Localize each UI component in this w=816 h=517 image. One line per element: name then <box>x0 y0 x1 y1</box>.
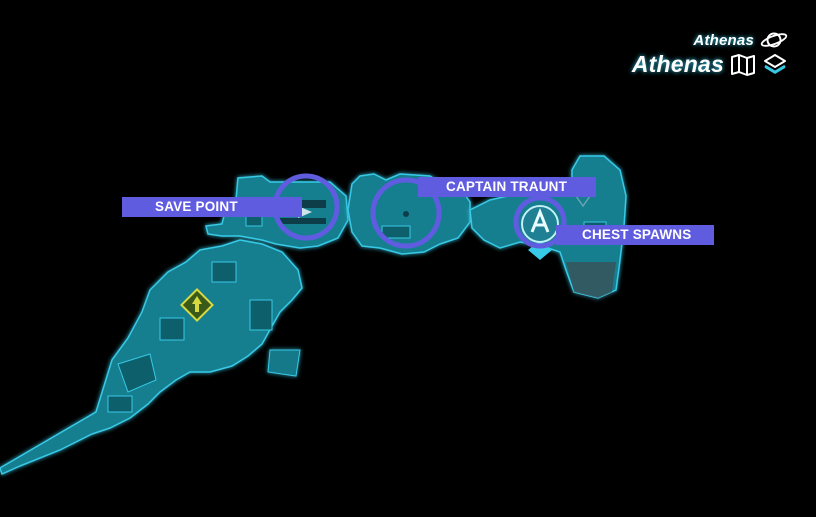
chest-spawns-label: CHEST SPAWNS <box>582 227 692 242</box>
zone-row: Athenas <box>632 51 788 78</box>
map-icon[interactable] <box>730 53 756 77</box>
zone-name: Athenas <box>631 51 724 77</box>
planet-row: Athenas <box>693 30 788 50</box>
save-point-label-bar <box>122 197 302 217</box>
captain-traunt-label: CAPTAIN TRAUNT <box>446 179 568 194</box>
layers-icon[interactable] <box>762 52 788 78</box>
chest-spawns-label-bar <box>556 225 714 245</box>
planet-icon[interactable] <box>760 30 788 50</box>
player-marker-icon[interactable] <box>180 288 214 322</box>
map-region-west <box>0 239 303 476</box>
captain-traunt-label-bar <box>418 177 596 197</box>
save-point-label: SAVE POINT <box>155 199 238 214</box>
captain-traunt-marker[interactable] <box>370 177 442 249</box>
planet-name: Athenas <box>693 31 754 49</box>
chest-spawns-marker[interactable] <box>513 195 567 260</box>
location-hud: Athenas Athenas <box>616 0 816 90</box>
